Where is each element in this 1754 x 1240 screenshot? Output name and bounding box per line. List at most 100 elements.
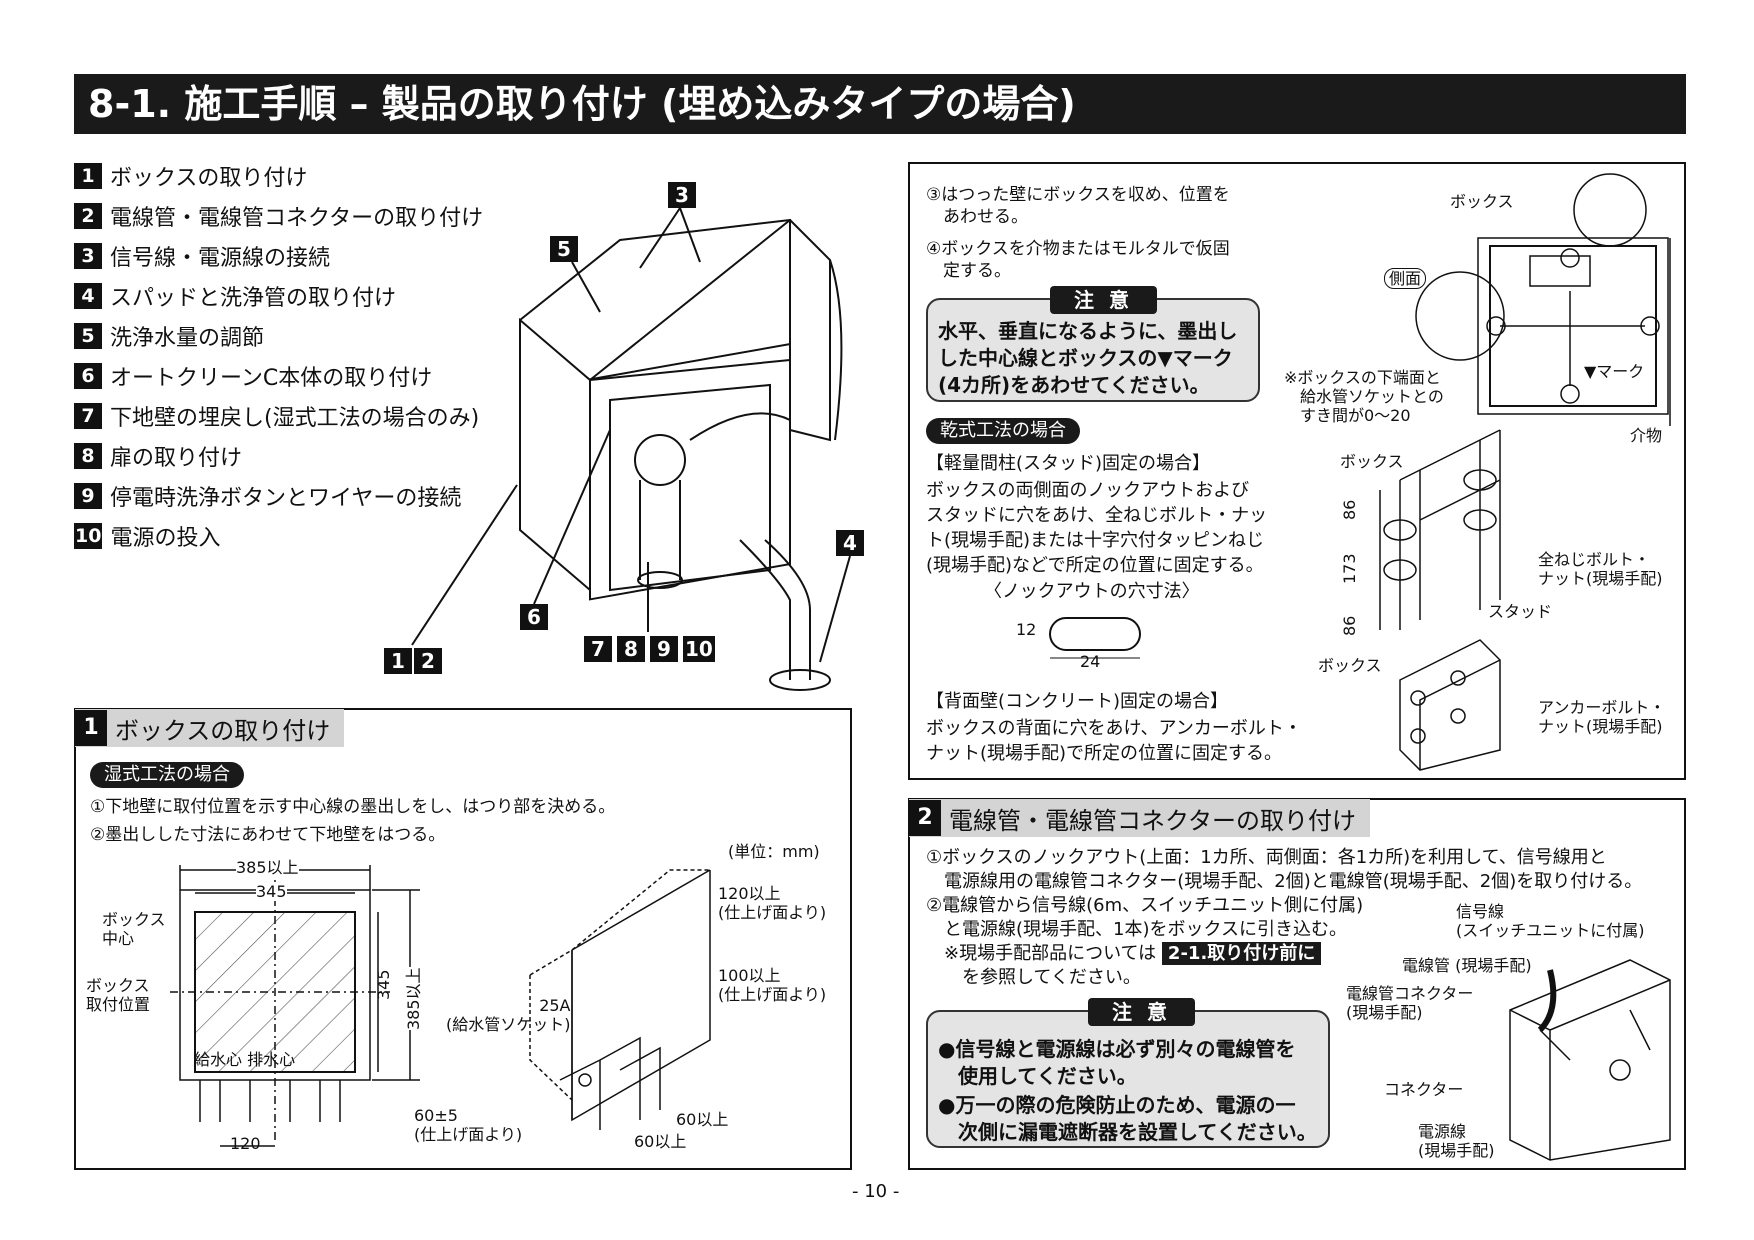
caution-box-2	[926, 1010, 1330, 1148]
overview-tag-3: 3	[668, 182, 696, 208]
dry-method-label: 乾式工法の場合	[926, 418, 1080, 444]
s2-line-5-text: ※現場手配部品については	[926, 943, 1157, 964]
knockout-title: 〈ノックアウトの穴寸法〉	[984, 581, 1200, 602]
step-item: 4 スパッドと洗浄管の取り付け	[74, 280, 396, 312]
overview-tag-4: 4	[836, 530, 864, 556]
bolt-label: 全ねじボルト・ ナット(現場手配)	[1538, 550, 1663, 588]
step-item: 2 電線管・電線管コネクターの取り付け	[74, 200, 483, 232]
overview-tag-1: 1	[384, 648, 412, 674]
concrete-title: 【背面壁(コンクリート)固定の場合】	[926, 691, 1229, 712]
gap-note: ※ボックスの下端面と 給水管ソケットとの すき間が0～20	[1284, 368, 1444, 425]
connector-label: コネクター	[1384, 1080, 1464, 1099]
unit-label: (単位：mm)	[728, 842, 820, 861]
caution-head-2: 注 意	[1088, 998, 1195, 1026]
spacer-label: 介物	[1630, 426, 1663, 445]
step-number: 2	[74, 203, 102, 229]
wet-step-4: ④ボックスを介物またはモルタルで仮固 定する。	[926, 239, 1230, 281]
caution-head-1: 注 意	[1050, 286, 1157, 314]
box-label-2: ボックス	[1340, 452, 1404, 471]
dim-345-side: 345	[374, 969, 393, 1000]
step-label: ボックスの取り付け	[110, 166, 308, 191]
caution-text-2a: ●信号線と電源線は必ず別々の電線管を 使用してください。	[938, 1037, 1296, 1088]
title-bar	[74, 74, 1686, 134]
step-number: 10	[74, 523, 103, 549]
dim-60-b: 60以上	[634, 1132, 687, 1151]
overview-tag-10: 10	[683, 636, 715, 662]
step-label: 信号線・電源線の接続	[110, 246, 331, 271]
stud-diagram	[1379, 429, 1501, 630]
s2-line-2: 電源線用の電線管コネクター(現場手配、2個)と電線管(現場手配、2個)を取り付け…	[926, 871, 1643, 892]
reference-tag: 2-1.取り付け前に	[1161, 942, 1322, 965]
step-label: 下地壁の埋戻し(湿式工法の場合のみ)	[110, 406, 480, 431]
dim-385-top: 385以上	[236, 858, 299, 877]
step-label: 停電時洗浄ボタンとワイヤーの接続	[110, 486, 462, 511]
concrete-diagram	[1399, 639, 1501, 771]
wet-step-3: ③はつった壁にボックスを収め、位置を あわせる。	[926, 185, 1230, 227]
step-label: 扉の取り付け	[110, 446, 243, 471]
page-number: - 10 -	[852, 1181, 900, 1202]
dim-86-a: 86	[1340, 499, 1359, 520]
step-label: 電線管・電線管コネクターの取り付け	[110, 206, 484, 231]
step-number: 8	[74, 443, 102, 469]
dim-385-side: 385以上	[404, 967, 423, 1030]
step-number: 6	[74, 363, 102, 389]
top-120-label: 120以上 (仕上げ面より)	[718, 884, 827, 922]
knockout-shape	[1049, 617, 1141, 659]
dim-60pm5: 60±5 (仕上げ面より)	[414, 1106, 523, 1144]
overview-tag-9: 9	[650, 636, 678, 662]
concrete-text: ボックスの背面に穴をあけ、アンカーボルト・ ナット(現場手配)で所定の位置に固定…	[926, 718, 1302, 764]
dim-60-a: 60以上	[676, 1110, 729, 1129]
step-number: 1	[74, 163, 102, 189]
right-top-panel	[908, 162, 1686, 780]
supply-drain-label: 給水心 排水心	[194, 1050, 296, 1069]
step-item: 8 扉の取り付け	[74, 440, 242, 472]
box-position-label: ボックス 取付位置	[86, 976, 151, 1014]
s2-line-3: ②電線管から信号線(6m、スイッチユニット側に付属)	[926, 895, 1364, 916]
box-center-label: ボックス 中心	[102, 910, 166, 948]
box-label-3: ボックス	[1318, 656, 1382, 675]
page-title: 8-1. 施工手順 – 製品の取り付け (埋め込みタイプの場合)	[88, 82, 1076, 126]
side-label: 側面	[1384, 268, 1427, 289]
caution-text-1: 水平、垂直になるように、墨出し した中心線とボックスの▼マーク (4カ所)をあわ…	[938, 319, 1238, 397]
section2-number: 2	[909, 800, 941, 836]
step-number: 9	[74, 483, 102, 509]
wet-step-2: ②墨出しした寸法にあわせて下地壁をはつる。	[90, 825, 446, 845]
socket-label: 25A (給水管ソケット)	[446, 996, 571, 1034]
s2-line-1: ①ボックスのノックアウト(上面：1カ所、両側面：各1カ所)を利用して、信号線用と	[926, 847, 1607, 868]
section2-heading: 2 電線管・電線管コネクターの取り付け	[909, 799, 1371, 837]
overview-tag-7: 7	[584, 636, 612, 662]
anchor-label: アンカーボルト・ ナット(現場手配)	[1538, 698, 1666, 736]
step-label: 電源の投入	[110, 526, 221, 551]
wet-front-diagram	[170, 865, 420, 1147]
step-number: 5	[74, 323, 102, 349]
box-label-1: ボックス	[1450, 192, 1514, 211]
wet-iso-diagram	[529, 869, 711, 1130]
stud-title: 【軽量間柱(スタッド)固定の場合】	[926, 453, 1211, 474]
conduit-box-diagram	[1509, 959, 1671, 1161]
section2-title: 電線管・電線管コネクターの取り付け	[949, 806, 1357, 835]
dim-345-top: 345	[256, 882, 287, 901]
step-item: 1 ボックスの取り付け	[74, 160, 307, 192]
dim-86-b: 86	[1340, 615, 1359, 636]
step-number: 4	[74, 283, 102, 309]
step-item: 10 電源の投入	[74, 520, 220, 552]
dim-173: 173	[1340, 553, 1359, 584]
caution-text-2b: ●万一の際の危険防止のため、電源の一 次側に漏電遮断器を設置してください。	[938, 1093, 1317, 1144]
power-line-label: 電源線 (現場手配)	[1418, 1122, 1495, 1160]
overview-tag-2: 2	[414, 648, 442, 674]
step-label: スパッドと洗浄管の取り付け	[110, 286, 397, 311]
s2-line-6: を参照してください。	[926, 967, 1141, 988]
section1-panel	[74, 708, 852, 1170]
wet-step-1: ①下地壁に取付位置を示す中心線の墨出しをし、はつり部を決める。	[90, 797, 616, 817]
section1-number: 1	[75, 710, 107, 746]
wet-method-label: 湿式工法の場合	[90, 762, 244, 788]
step-item: 9 停電時洗浄ボタンとワイヤーの接続	[74, 480, 461, 512]
overview-tag-5: 5	[550, 236, 578, 262]
s2-line-5: ※現場手配部品については 2-1.取り付け前に	[926, 942, 1322, 965]
mark-label: ▼マーク	[1584, 362, 1645, 381]
knockout-width: 24	[1080, 652, 1101, 671]
